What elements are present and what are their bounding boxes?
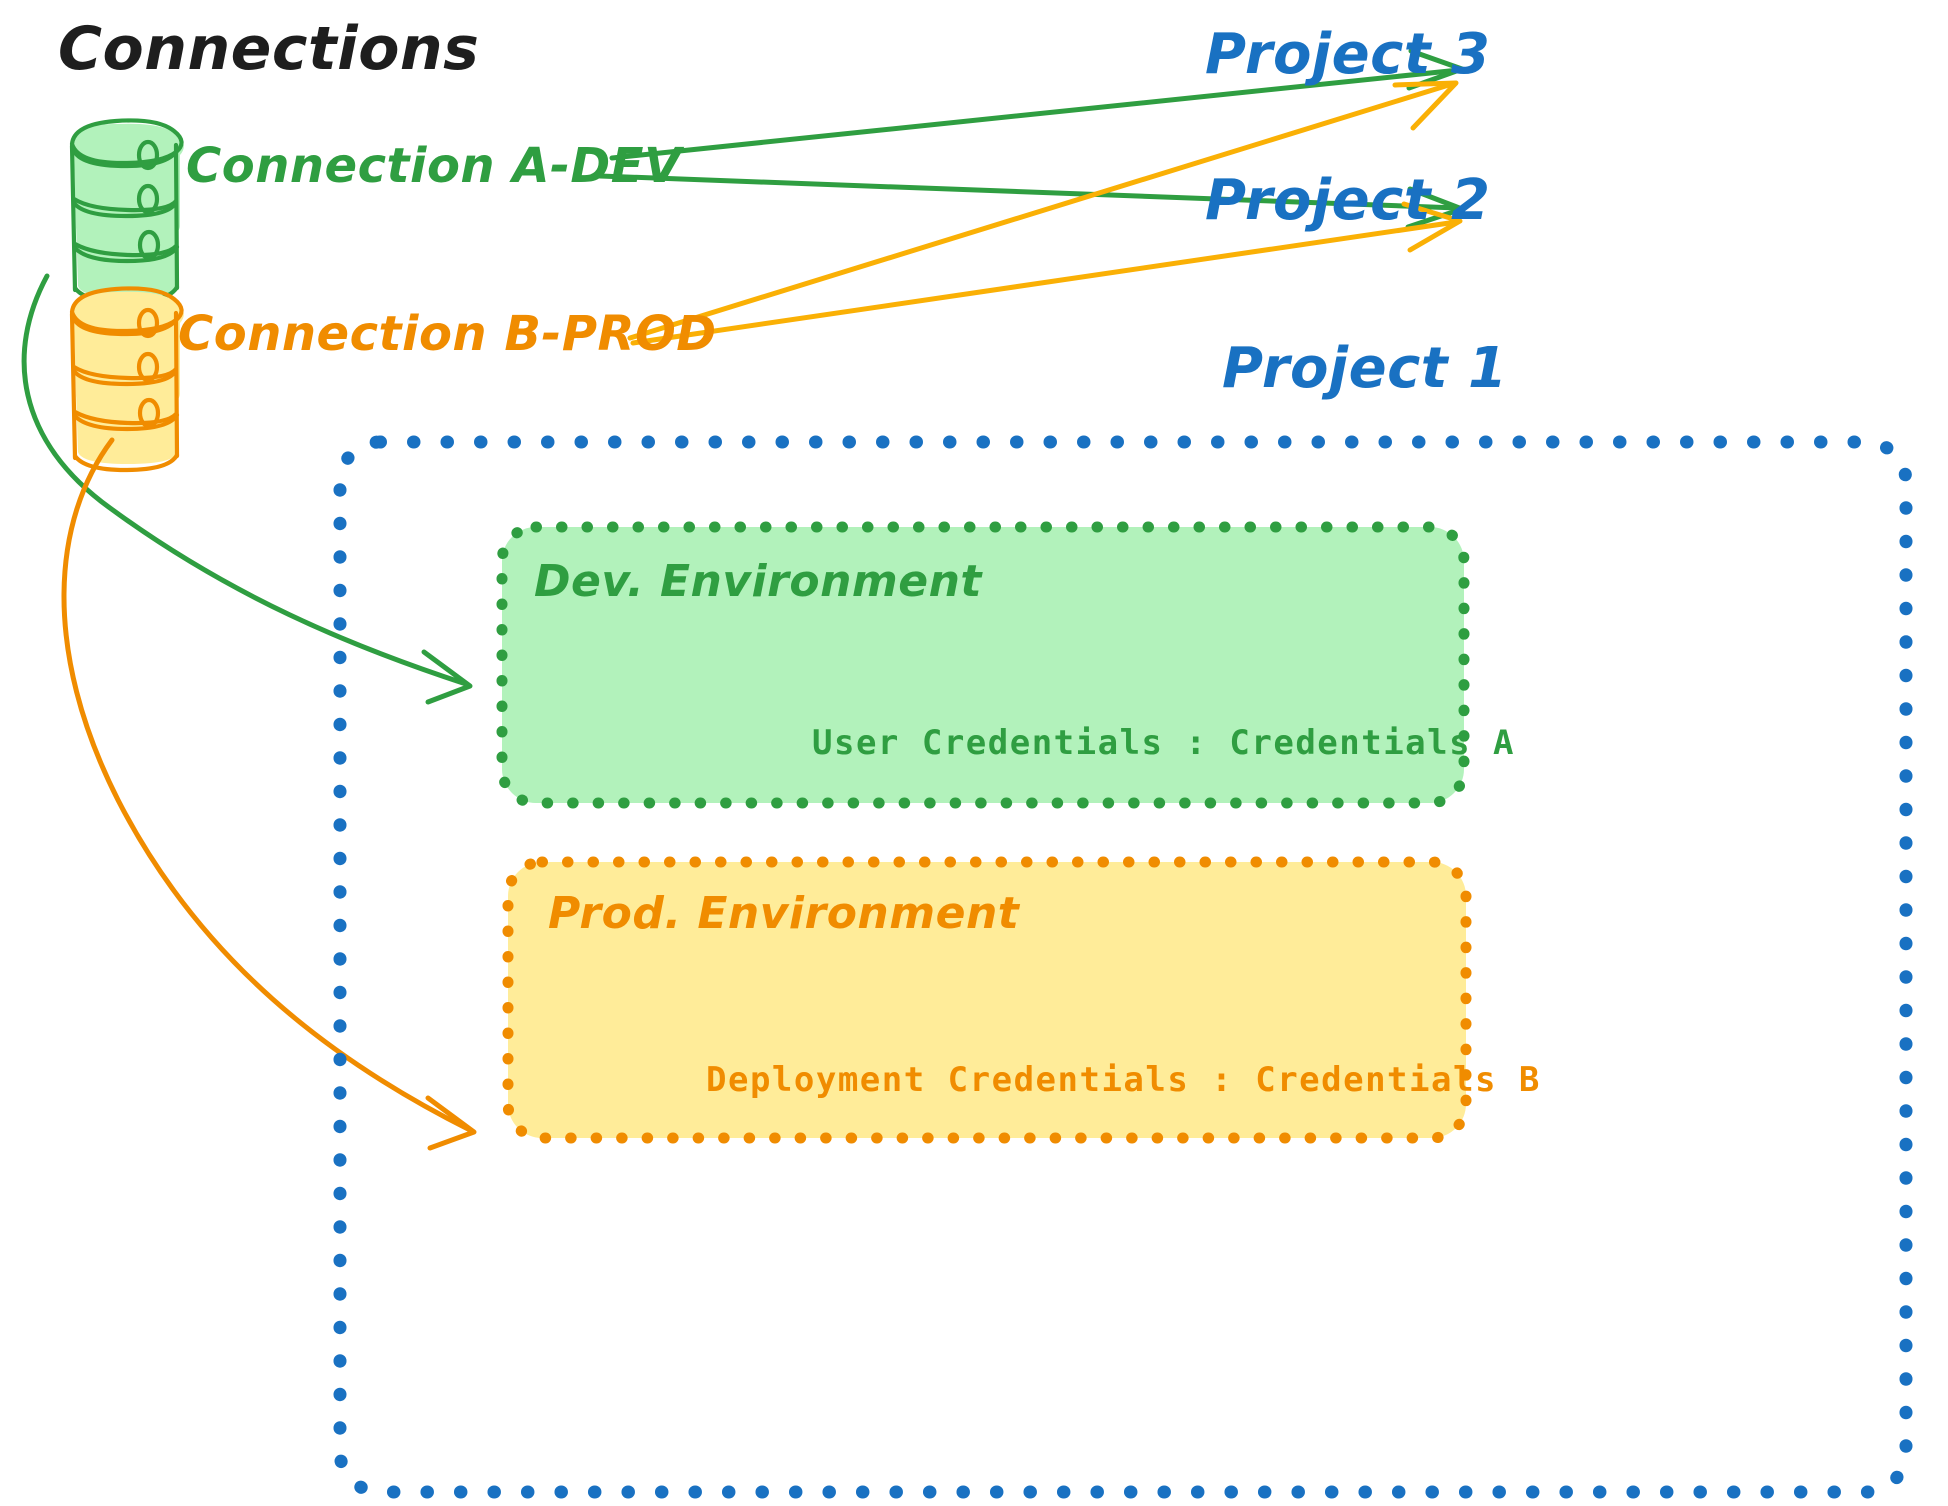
- project-1-container: [333, 435, 1913, 1499]
- dev-environment-title: Dev. Environment: [534, 556, 982, 607]
- database-cylinder-icon-green[interactable]: [69, 118, 184, 305]
- prod-environment-title: Prod. Environment: [548, 888, 1020, 939]
- dev-environment-box[interactable]: [496, 521, 1470, 809]
- page-title: Connections: [58, 14, 480, 84]
- database-cylinder-icon-orange[interactable]: [69, 286, 184, 473]
- edge-a-dev-to-project-2: [597, 173, 1465, 230]
- edge-b-prod-to-project-2: [630, 201, 1463, 346]
- connection-b-prod-label: Connection B-PROD: [178, 306, 717, 362]
- edge-b-prod-to-project-3: [627, 80, 1459, 341]
- dev-environment-credentials: User Credentials : Credentials A: [812, 723, 1516, 763]
- edge-a-dev-to-dev-environment: [21, 273, 473, 705]
- project-2-label[interactable]: Project 2: [1205, 168, 1491, 233]
- project-1-label[interactable]: Project 1: [1222, 336, 1508, 401]
- prod-environment-credentials: Deployment Credentials : Credentials B: [706, 1060, 1541, 1100]
- connection-a-dev-label: Connection A-DEV: [186, 138, 682, 194]
- prod-environment-box[interactable]: [502, 856, 1472, 1144]
- project-3-label[interactable]: Project 3: [1205, 22, 1491, 87]
- edge-b-prod-to-prod-environment: [61, 437, 477, 1151]
